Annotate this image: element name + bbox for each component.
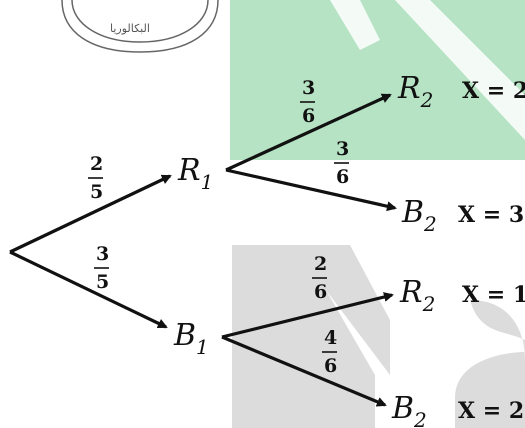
node-b2-bottom: B2 [391,391,427,428]
prob-label-r1: 2 5 [88,153,103,203]
outcome-x-2: X = 3 [458,202,524,228]
arrow-root-to-b1 [9,250,168,329]
arrow-b1-to-b2 [221,335,387,407]
prob-r1-numerator: 2 [90,153,103,175]
node-r2-top: R2 [397,71,433,112]
prob-b1-numerator: 3 [96,243,109,265]
prob-r1r2-denominator: 6 [302,105,315,127]
prob-label-b1: 3 5 [94,243,109,293]
prob-b1-denominator: 5 [96,271,109,293]
prob-r1b2-denominator: 6 [336,166,349,188]
node-b1: B1 [173,318,209,359]
node-r2-lower: R2 [399,275,435,316]
watermark-gray-a [455,300,525,428]
node-b2-upper: B2 [401,195,437,236]
prob-b1r2-denominator: 6 [314,281,327,303]
prob-b1r2-numerator: 2 [314,253,327,275]
prob-r1r2-numerator: 3 [302,77,315,99]
prob-label-b1-b2: 4 6 [322,327,337,377]
seal-text: البكالوريا [110,22,150,35]
prob-b1b2-denominator: 6 [324,355,337,377]
arrow-root-to-r1 [9,174,172,254]
arrow-b1-to-r2 [221,292,394,339]
arrow-r1-to-b2 [225,168,397,212]
outcome-x-4: X = 2 [458,398,524,424]
node-r1: R1 [177,153,213,194]
prob-r1-denominator: 5 [90,181,103,203]
prob-b1b2-numerator: 4 [324,327,337,349]
outcome-x-3: X = 1 [462,282,525,308]
prob-r1b2-numerator: 3 [336,138,349,160]
prob-label-r1-r2: 3 6 [300,77,315,127]
prob-label-b1-r2: 2 6 [312,253,327,303]
watermark-white-stroke [330,0,525,140]
arrow-r1-to-r2 [225,93,392,172]
seal: البكالوريا [61,0,219,53]
outcome-x-1: X = 2 [462,78,525,104]
watermark-gray-M [232,245,390,428]
prob-label-r1-b2: 3 6 [334,138,349,188]
